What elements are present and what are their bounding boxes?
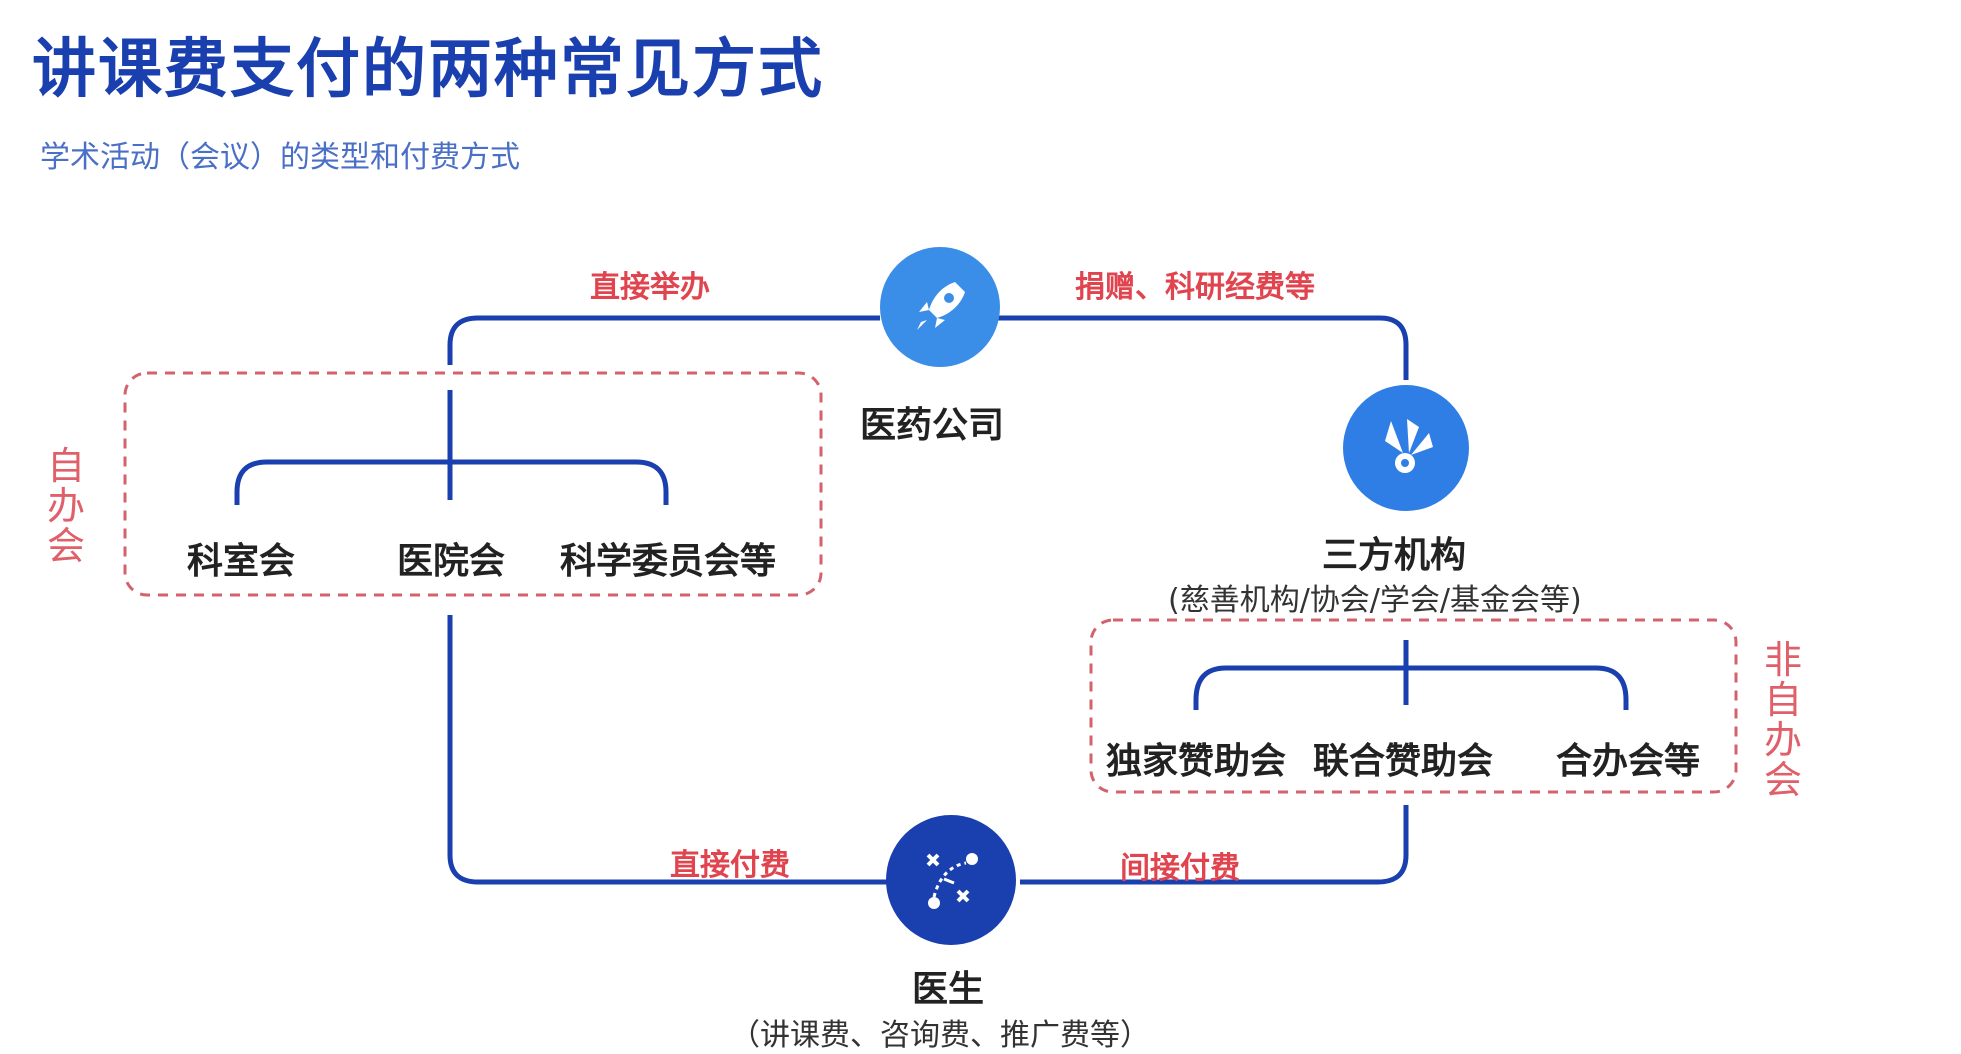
pharma-circle <box>880 247 1000 367</box>
donation-label: 捐赠、科研经费等 <box>1075 270 1315 305</box>
self-hosted-item-2: 医院会 <box>397 541 506 582</box>
direct-pay-label: 直接付费 <box>670 848 790 883</box>
top-connector-right <box>996 315 1409 380</box>
self-hosted-label: 自办会 <box>46 446 86 566</box>
non-self-hosted-item-2: 联合赞助会 <box>1313 741 1494 782</box>
left-down-connector <box>447 615 888 885</box>
non-self-hosted-label-text: 非自办会 <box>1763 638 1802 802</box>
self-hosted-label-text: 自办会 <box>46 444 85 568</box>
third-party-circle <box>1343 385 1469 511</box>
non-self-hosted-branch <box>1193 665 1629 710</box>
doctor-label: 医生 <box>912 969 985 1010</box>
self-hosted-box <box>123 371 823 597</box>
fan-icon <box>1385 419 1433 473</box>
top-connector-left <box>447 315 880 365</box>
indirect-pay-label: 间接付费 <box>1120 851 1240 886</box>
non-self-hosted-item-1: 独家赞助会 <box>1106 741 1287 782</box>
self-hosted-item-1: 科室会 <box>187 541 296 582</box>
non-self-hosted-box <box>1089 618 1738 794</box>
doctor-circle <box>886 815 1016 945</box>
doctor-sublabel: （讲课费、咨询费、推广费等） <box>730 1018 1150 1053</box>
right-down-connector <box>1020 805 1409 885</box>
direct-host-label: 直接举办 <box>590 270 710 305</box>
third-party-label: 三方机构 <box>1322 535 1467 576</box>
self-hosted-item-3: 科学委员会等 <box>560 541 777 582</box>
non-self-hosted-label: 非自办会 <box>1763 640 1803 800</box>
strategy-icon <box>926 853 978 909</box>
pharma-label: 医药公司 <box>860 405 1005 446</box>
non-self-hosted-item-3: 合办会等 <box>1556 741 1701 782</box>
page-subtitle: 学术活动（会议）的类型和付费方式 <box>40 140 520 175</box>
self-hosted-branch <box>234 459 669 505</box>
third-party-sublabel: (慈善机构/协会/学会/基金会等) <box>1168 583 1582 618</box>
page-title: 讲课费支付的两种常见方式 <box>32 33 824 107</box>
rocket-icon <box>917 282 965 330</box>
